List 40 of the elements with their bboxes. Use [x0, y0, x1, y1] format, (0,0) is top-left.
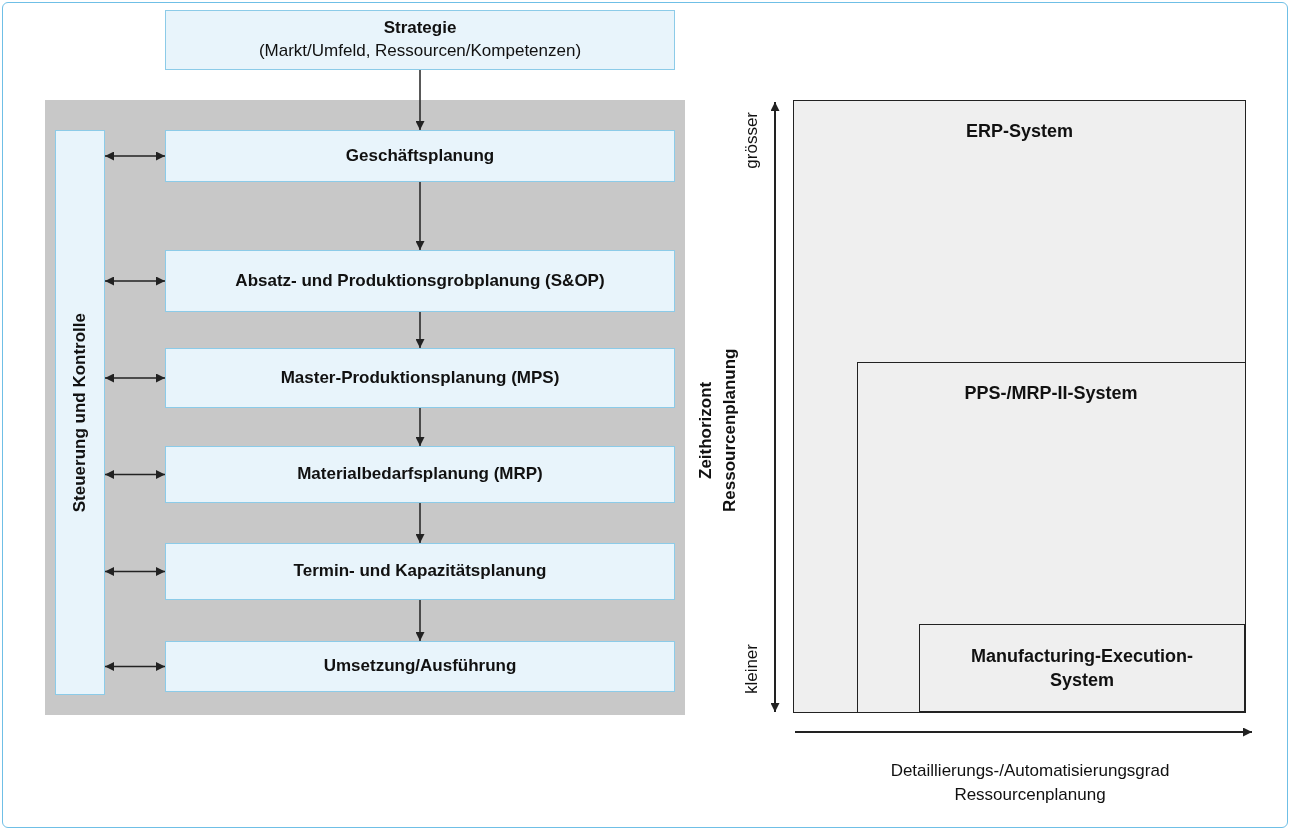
arrow	[415, 502, 425, 544]
box-title: ERP-System	[965, 120, 1073, 143]
axis-title: Zeithorizont Ressourcenplanung	[695, 347, 740, 514]
axis-label: grösser	[741, 111, 763, 169]
control-bar	[55, 130, 105, 695]
process-box	[165, 10, 675, 70]
system-box	[793, 100, 1246, 713]
arrow	[415, 599, 425, 642]
box-title: Absatz- und Produktionsgrobplanung (S&OP)	[235, 269, 605, 292]
axis-label: kleiner	[741, 643, 763, 695]
box-title: Master-Produktionsplanung (MPS)	[280, 366, 560, 389]
process-box	[165, 250, 675, 312]
box-title: PPS-/MRP-II-System	[964, 381, 1138, 405]
box-title: Umsetzung/Ausführung	[323, 655, 517, 678]
axis-title: Detaillierungs-/Automatisierungsgrad Ressourcenplanung	[889, 760, 1171, 806]
arrow	[415, 311, 425, 349]
arrow	[104, 151, 166, 161]
process-box	[165, 543, 675, 600]
box-title: Materialbedarfsplanung (MRP)	[297, 463, 543, 486]
panel-background	[45, 100, 685, 715]
arrow	[104, 470, 166, 479]
arrow	[104, 662, 166, 671]
system-box	[856, 361, 1246, 713]
box-subtitle: (Markt/Umfeld, Ressourcen/Kompetenzen)	[258, 40, 582, 62]
box-title: Manufacturing-Execution-System	[970, 644, 1194, 692]
box-title: Geschäftsplanung	[345, 144, 495, 167]
process-box	[165, 130, 675, 182]
process-box	[165, 348, 675, 408]
process-box	[165, 446, 675, 503]
box-title: Strategie	[383, 17, 457, 40]
arrow	[415, 181, 425, 251]
box-title: Steuerung und Kontrolle	[68, 312, 90, 513]
arrow	[104, 567, 166, 576]
box-title: Termin- und Kapazitätsplanung	[293, 560, 547, 583]
arrow	[104, 276, 166, 286]
arrow	[415, 407, 425, 447]
process-box	[165, 641, 675, 692]
arrow	[415, 69, 425, 131]
system-box	[919, 624, 1245, 712]
arrow	[104, 373, 166, 383]
